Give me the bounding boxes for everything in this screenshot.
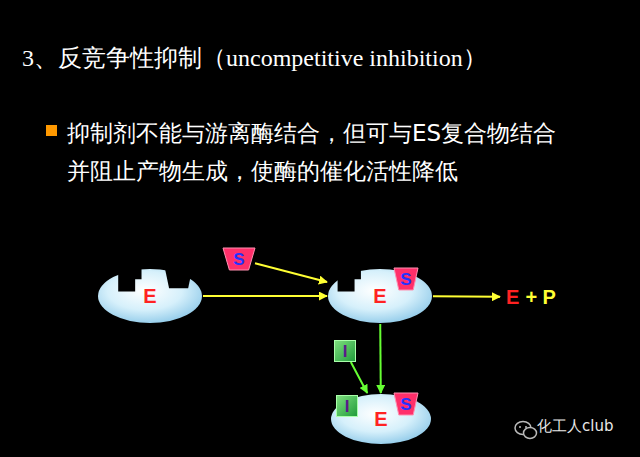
- inhibitor: I: [334, 340, 356, 362]
- allosteric-site: [118, 268, 141, 292]
- node-text: I: [345, 398, 350, 415]
- enzyme-body: [328, 269, 432, 323]
- wechat-icon: [515, 422, 537, 439]
- node-text: + P: [525, 287, 556, 307]
- node-text: E: [373, 286, 386, 306]
- allosteric-site: [338, 268, 361, 292]
- substrate-shape: [394, 268, 418, 290]
- binding-site: [165, 268, 193, 288]
- slide-title: 3、反竞争性抑制（uncompetitive inhibition）: [22, 42, 487, 74]
- bullet-square: [46, 125, 57, 136]
- node-text: E: [143, 286, 156, 306]
- node-text: I: [343, 343, 348, 360]
- inhibitor-square: [337, 396, 358, 417]
- substrate-shape: [394, 393, 418, 415]
- node-text: S: [233, 251, 244, 268]
- reaction-arrow: [351, 362, 367, 393]
- products: E + P: [500, 284, 562, 310]
- substrate-shape: [223, 248, 255, 270]
- bullet-text: 抑制剂不能与游离酶结合，但可与ES复合物结合并阻止产物生成，使酶的催化活性降低: [67, 114, 572, 190]
- reaction-arrow: [203, 295, 327, 297]
- node-text: S: [400, 271, 411, 288]
- enzyme-body: [98, 269, 202, 323]
- node-text: E: [506, 287, 519, 307]
- substrate: S: [223, 248, 255, 270]
- reaction-arrow: [255, 263, 327, 282]
- bound-substrate: S: [394, 393, 418, 415]
- enzyme-body: [331, 394, 431, 444]
- bound-substrate: S: [394, 268, 418, 290]
- inhibitor-complex: EIS: [330, 393, 432, 445]
- reaction-arrow: [379, 324, 382, 393]
- bound-inhibitor: I: [336, 395, 358, 417]
- node-text: E: [374, 409, 387, 429]
- free-enzyme: E: [97, 268, 203, 324]
- enzyme-substrate-complex: ES: [327, 268, 433, 324]
- reaction-arrow: [433, 295, 500, 297]
- node-text: S: [400, 396, 411, 413]
- watermark: 化工人club: [537, 417, 613, 436]
- inhibitor-square: [335, 341, 356, 362]
